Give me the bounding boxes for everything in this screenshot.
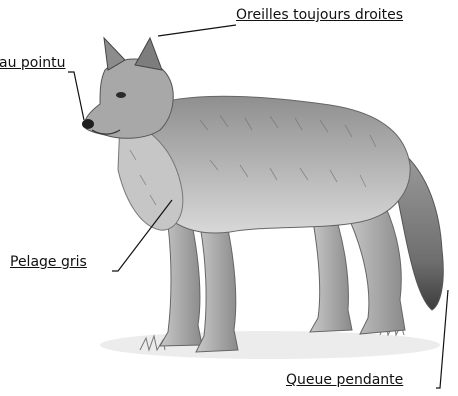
pointer-line-ears [158, 25, 236, 36]
wolf-front-leg-far [160, 215, 202, 346]
wolf-head [84, 59, 173, 138]
label-muzzle: au pointu [0, 55, 65, 71]
label-coat: Pelage gris [10, 254, 87, 270]
wolf-eye [116, 92, 126, 98]
pointer-line-muzzle [68, 72, 84, 120]
wolf-front-leg-near [196, 215, 238, 352]
label-ears: Oreilles toujours droites [236, 7, 403, 23]
label-tail: Queue pendante [286, 372, 403, 388]
pointer-line-tail [436, 290, 448, 388]
wolf-nose [82, 119, 94, 129]
wolf-ear-near [135, 38, 162, 70]
